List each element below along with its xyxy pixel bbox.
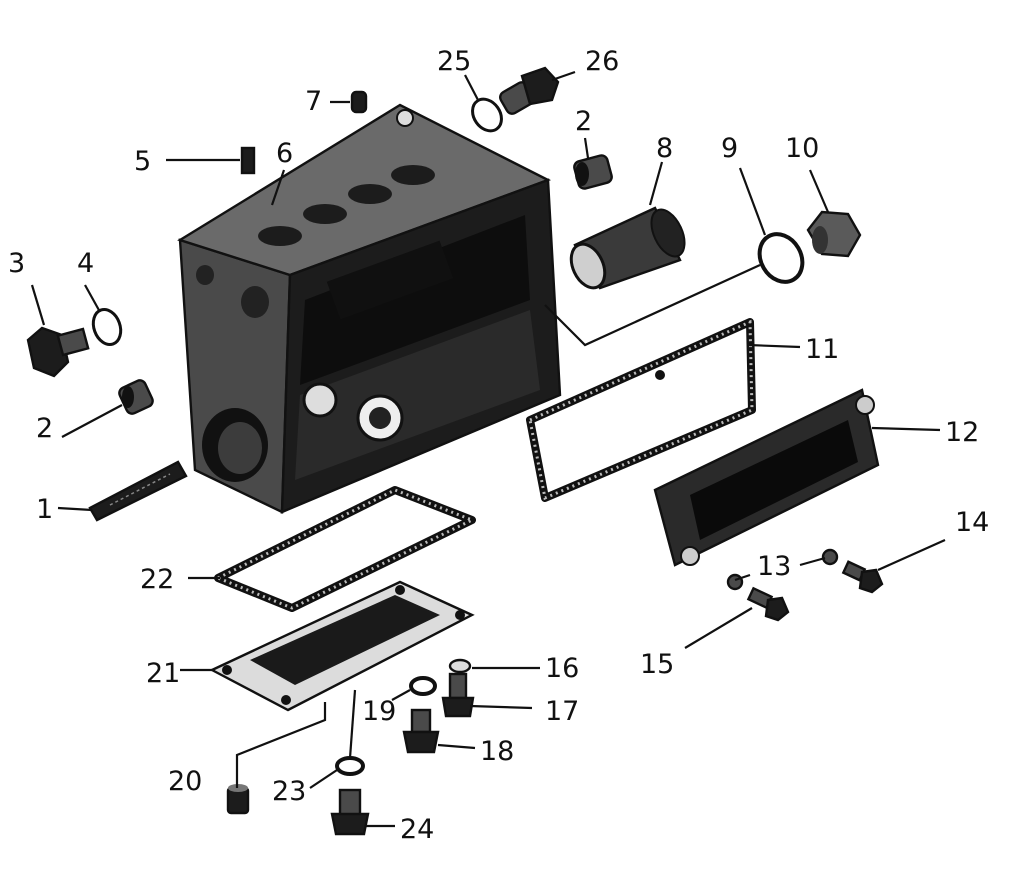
hex-plug-10 bbox=[806, 210, 862, 258]
label-11: 11 bbox=[805, 334, 839, 365]
label-17: 17 bbox=[545, 696, 579, 727]
label-26: 26 bbox=[585, 46, 619, 77]
label-6: 6 bbox=[276, 138, 293, 169]
stud-bolt bbox=[88, 460, 188, 522]
bolt-14 bbox=[841, 560, 884, 594]
pin-5 bbox=[240, 146, 256, 175]
label-2-top: 2 bbox=[575, 106, 592, 137]
bottom-cover-21 bbox=[209, 580, 475, 712]
sleeve-8 bbox=[569, 206, 686, 290]
label-18: 18 bbox=[480, 736, 514, 767]
label-4: 4 bbox=[77, 248, 94, 279]
bolt-18 bbox=[402, 708, 440, 754]
union-26 bbox=[499, 66, 560, 115]
seal-ring-4 bbox=[91, 308, 123, 346]
label-8: 8 bbox=[656, 133, 673, 164]
label-16: 16 bbox=[545, 653, 579, 684]
hex-plug-3 bbox=[26, 326, 90, 378]
part-labels: 1 2 3 4 5 6 7 25 26 2 8 9 10 11 12 13 14… bbox=[8, 46, 989, 845]
gasket-22 bbox=[214, 486, 476, 612]
label-5: 5 bbox=[134, 146, 151, 177]
plug-20 bbox=[226, 784, 250, 815]
label-25: 25 bbox=[437, 46, 471, 77]
label-7: 7 bbox=[305, 86, 322, 117]
label-24: 24 bbox=[400, 814, 434, 845]
bolt-15 bbox=[746, 586, 790, 622]
label-2-left: 2 bbox=[36, 413, 53, 444]
label-22: 22 bbox=[140, 564, 174, 595]
label-1: 1 bbox=[36, 494, 53, 525]
washer-9 bbox=[757, 232, 805, 284]
bushing-2-top bbox=[573, 154, 613, 190]
pin-7 bbox=[350, 90, 368, 114]
label-13: 13 bbox=[757, 551, 791, 582]
washer-16 bbox=[448, 658, 472, 674]
gasket-11 bbox=[526, 318, 756, 502]
side-cover-12 bbox=[653, 388, 880, 567]
bushing-2-left bbox=[118, 379, 154, 415]
label-19: 19 bbox=[362, 696, 396, 727]
bolt-17 bbox=[441, 672, 475, 718]
label-10: 10 bbox=[785, 133, 819, 164]
label-14: 14 bbox=[955, 507, 989, 538]
leader-lines bbox=[30, 70, 946, 828]
washer-19 bbox=[409, 676, 437, 696]
label-15: 15 bbox=[640, 649, 674, 680]
label-3: 3 bbox=[8, 248, 25, 279]
seal-ring-25 bbox=[471, 97, 503, 133]
label-12: 12 bbox=[945, 417, 979, 448]
label-9: 9 bbox=[721, 133, 738, 164]
washer-23 bbox=[335, 756, 365, 776]
pump-housing bbox=[177, 103, 562, 514]
label-20: 20 bbox=[168, 766, 202, 797]
bolt-24 bbox=[330, 788, 370, 836]
label-21: 21 bbox=[146, 658, 180, 689]
label-23: 23 bbox=[272, 776, 306, 807]
